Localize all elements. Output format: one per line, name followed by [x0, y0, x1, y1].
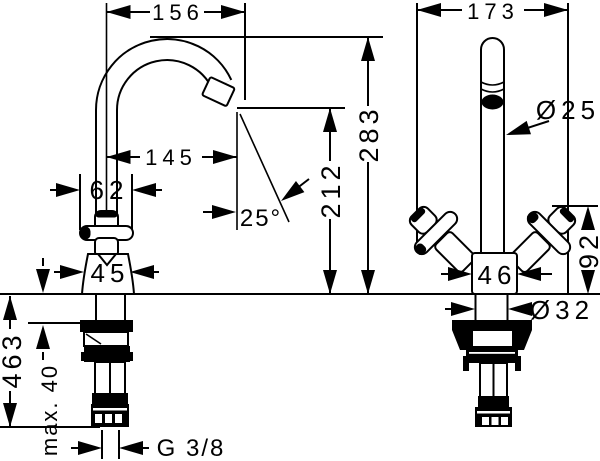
dim-label-angle: 25° — [240, 205, 282, 232]
aerator — [201, 76, 236, 107]
dim-label-45: 45 — [91, 258, 130, 288]
dim-shank-diameter: Ø32 — [445, 295, 594, 325]
extension-lines — [79, 3, 598, 294]
front-shank — [474, 293, 509, 323]
datum-lines — [0, 293, 600, 459]
outlet-opening — [481, 94, 504, 110]
base-cone-notch — [97, 253, 117, 267]
dim-handle-width: 62 — [50, 175, 162, 205]
dim-label-212: 212 — [316, 161, 346, 218]
front-view — [408, 37, 577, 427]
dim-label-thread: G 3/8 — [157, 435, 226, 461]
dim-label-dia25: Ø25 — [536, 95, 600, 125]
dim-spout-angle: 25° — [203, 178, 310, 232]
riser-pipe — [480, 37, 505, 257]
dim-overall-width-front: 173 — [417, 0, 568, 24]
dim-overall-height: 463 — [0, 296, 27, 427]
dim-label-62: 62 — [90, 175, 129, 205]
dim-label-156: 156 — [152, 0, 204, 25]
dim-spout-reach-overall: 156 — [106, 0, 245, 25]
side-undercounter — [80, 293, 133, 427]
dim-spout-reach: 145 — [106, 145, 237, 170]
dim-label-dia32: Ø32 — [530, 295, 594, 325]
side-view — [79, 3, 236, 427]
spout-bore — [97, 40, 231, 218]
handle-cap-mark — [95, 211, 118, 218]
dim-outlet-height: 212 — [316, 108, 346, 294]
dim-label-145: 145 — [145, 145, 197, 170]
front-handle-left — [408, 205, 477, 274]
dim-label-92: 92 — [574, 231, 600, 269]
dim-label-46: 46 — [478, 260, 517, 290]
front-handle-right — [508, 205, 577, 274]
dim-pipe-diameter: Ø25 — [503, 95, 600, 142]
dim-max-deck-thickness: max. 40 — [36, 258, 62, 456]
side-handle — [79, 210, 134, 257]
dim-label-173: 173 — [467, 0, 519, 24]
dim-label-283: 283 — [354, 105, 384, 162]
dim-label-463: 463 — [0, 331, 27, 388]
dim-thread-size: G 3/8 — [71, 435, 226, 461]
dim-height-above-deck: 283 — [354, 37, 384, 294]
dim-base-width-side: 45 — [54, 258, 159, 288]
dim-handle-height: 92 — [574, 206, 600, 294]
dim-label-max40: max. 40 — [37, 364, 62, 456]
handle-end-mark — [80, 226, 91, 240]
front-undercounter — [452, 320, 532, 427]
dim-base-width-front: 46 — [441, 260, 552, 290]
